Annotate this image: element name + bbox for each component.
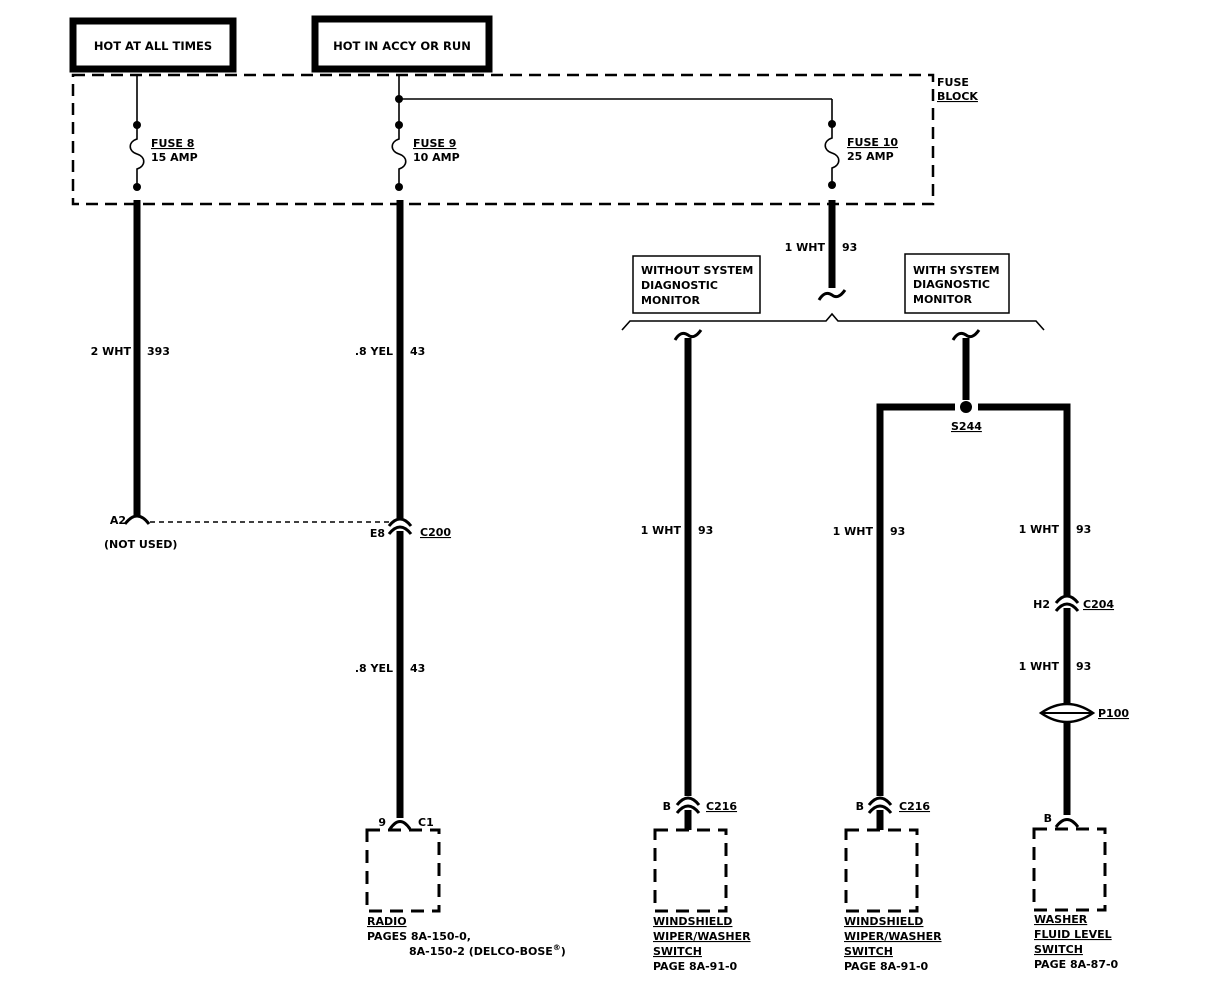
with-sdm-line3: MONITOR bbox=[913, 293, 972, 306]
hot-in-accy-box bbox=[311, 15, 493, 73]
connector-washer-pin: B bbox=[1044, 812, 1052, 825]
connector-a2-pin: A2 bbox=[110, 514, 126, 527]
wiper-switch-2-line2: WIPER/WASHER bbox=[844, 930, 942, 943]
connector-c204-label: C204 bbox=[1083, 598, 1114, 611]
without-sdm-box bbox=[632, 255, 761, 314]
fuse-block-label-1: FUSE bbox=[937, 76, 969, 89]
fuse-8-name: FUSE 8 bbox=[151, 137, 194, 150]
wiper-switch-1-line3: SWITCH bbox=[653, 945, 702, 958]
wire-93-top-break bbox=[817, 289, 847, 301]
splice-s244-label: S244 bbox=[951, 420, 982, 433]
wiper-switch-2-page: PAGE 8A-91-0 bbox=[844, 960, 929, 973]
with-sdm-line1: WITH SYSTEM bbox=[913, 264, 1000, 277]
fuse-9-rating: 10 AMP bbox=[413, 151, 460, 164]
connector-c200 bbox=[387, 517, 413, 535]
fuse-8 bbox=[129, 75, 145, 191]
radio-pages-line2: 8A-150-2 (DELCO-BOSE®) bbox=[409, 943, 566, 958]
washer-switch-page: PAGE 8A-87-0 bbox=[1034, 958, 1119, 971]
branch-without-break bbox=[673, 329, 703, 341]
with-sdm-box bbox=[904, 253, 1010, 314]
wire-43-upper-circuit: 43 bbox=[410, 345, 425, 358]
with-sdm-line2: DIAGNOSTIC bbox=[913, 278, 990, 291]
wire-93-top-circuit: 93 bbox=[842, 241, 857, 254]
wire-93-without-gauge: 1 WHT bbox=[641, 524, 682, 537]
without-sdm-line3: MONITOR bbox=[641, 294, 700, 307]
washer-switch-line3: SWITCH bbox=[1034, 943, 1083, 956]
wiper-switch-2-component bbox=[844, 828, 919, 913]
fuse-8-rating: 15 AMP bbox=[151, 151, 198, 164]
connector-washer bbox=[1054, 818, 1080, 828]
wiper-switch-2-line3: SWITCH bbox=[844, 945, 893, 958]
fuse-10 bbox=[824, 99, 840, 189]
fuse-9 bbox=[391, 75, 832, 191]
wire-93-washer-upper-gauge: 1 WHT bbox=[1019, 523, 1060, 536]
wiper-switch-2-line1: WINDSHIELD bbox=[844, 915, 923, 928]
wire-43-lower-circuit: 43 bbox=[410, 662, 425, 675]
wire-393-gauge: 2 WHT bbox=[91, 345, 132, 358]
wire-93-wiper2-circuit: 93 bbox=[890, 525, 905, 538]
connector-a2 bbox=[123, 514, 151, 525]
fuse-block-label-2: BLOCK bbox=[937, 90, 978, 103]
connector-c204 bbox=[1054, 594, 1080, 612]
wire-93-wiper2-gauge: 1 WHT bbox=[833, 525, 874, 538]
splice-s244 bbox=[960, 401, 972, 413]
wiper-switch-1-page: PAGE 8A-91-0 bbox=[653, 960, 738, 973]
radio-pages-line1: PAGES 8A-150-0, bbox=[367, 930, 471, 943]
connector-c216-b-label: C216 bbox=[899, 800, 930, 813]
wire-43-upper-gauge: .8 YEL bbox=[355, 345, 393, 358]
option-bracket bbox=[621, 312, 1045, 331]
wire-393-circuit: 393 bbox=[147, 345, 170, 358]
not-used-label: (NOT USED) bbox=[104, 538, 177, 551]
connector-c216-a-label: C216 bbox=[706, 800, 737, 813]
radio-name: RADIO bbox=[367, 915, 407, 928]
wire-43-lower-gauge: .8 YEL bbox=[355, 662, 393, 675]
wire-93-washer-lower-circuit: 93 bbox=[1076, 660, 1091, 673]
washer-switch-line2: FLUID LEVEL bbox=[1034, 928, 1112, 941]
hot-at-all-times-box bbox=[69, 17, 237, 73]
wire-93-top-gauge: 1 WHT bbox=[785, 241, 826, 254]
connector-c1-label: C1 bbox=[418, 816, 434, 829]
fuse-10-name: FUSE 10 bbox=[847, 136, 898, 149]
connector-c1 bbox=[388, 820, 412, 830]
radio-component bbox=[365, 828, 441, 913]
wiper-switch-1-line1: WINDSHIELD bbox=[653, 915, 732, 928]
connector-h2-pin: H2 bbox=[1033, 598, 1050, 611]
hot-in-accy-label: HOT IN ACCY OR RUN bbox=[333, 39, 471, 53]
connector-c1-pin: 9 bbox=[378, 816, 386, 829]
wire-93-washer-lower-gauge: 1 WHT bbox=[1019, 660, 1060, 673]
fuse-10-rating: 25 AMP bbox=[847, 150, 894, 163]
connector-c200-label: C200 bbox=[420, 526, 451, 539]
connector-c216-b bbox=[867, 796, 893, 814]
fuse-9-name: FUSE 9 bbox=[413, 137, 456, 150]
washer-switch-line1: WASHER bbox=[1034, 913, 1088, 926]
without-sdm-line1: WITHOUT SYSTEM bbox=[641, 264, 753, 277]
wiper-switch-1-line2: WIPER/WASHER bbox=[653, 930, 751, 943]
without-sdm-line2: DIAGNOSTIC bbox=[641, 279, 718, 292]
connector-c216-a-pin: B bbox=[663, 800, 671, 813]
washer-switch-component bbox=[1032, 827, 1107, 912]
wire-93-without-circuit: 93 bbox=[698, 524, 713, 537]
branch-with-break bbox=[951, 329, 981, 341]
wiper-switch-1-component bbox=[653, 828, 728, 913]
connector-p100 bbox=[1038, 702, 1096, 724]
fuse-block-outline bbox=[71, 73, 935, 206]
hot-at-all-times-label: HOT AT ALL TIMES bbox=[94, 39, 212, 53]
wire-93-washer-upper-circuit: 93 bbox=[1076, 523, 1091, 536]
connector-c216-b-pin: B bbox=[856, 800, 864, 813]
connector-e8-pin: E8 bbox=[370, 527, 385, 540]
connector-p100-label: P100 bbox=[1098, 707, 1129, 720]
connector-c216-a bbox=[675, 796, 701, 814]
splice-bus bbox=[876, 403, 1071, 796]
